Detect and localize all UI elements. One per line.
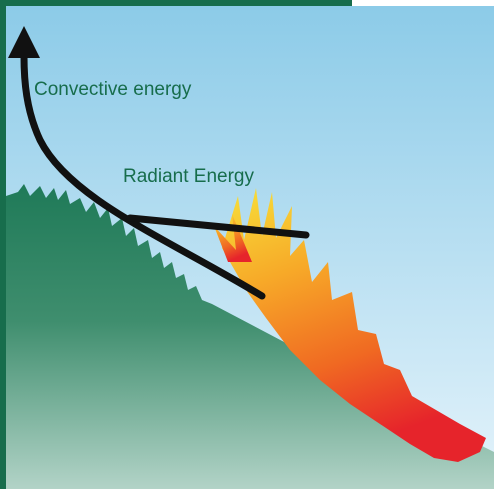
convective-energy-label: Convective energy	[34, 79, 192, 100]
arrowhead-icon	[8, 26, 40, 58]
convective-energy-arrow	[20, 52, 266, 300]
radiant-energy-label: Radiant Energy	[123, 166, 254, 187]
flames	[222, 188, 486, 462]
frame-top-right-white	[352, 0, 494, 6]
radiant-energy-arrow	[126, 214, 310, 239]
flame-tongue-left	[214, 214, 252, 262]
